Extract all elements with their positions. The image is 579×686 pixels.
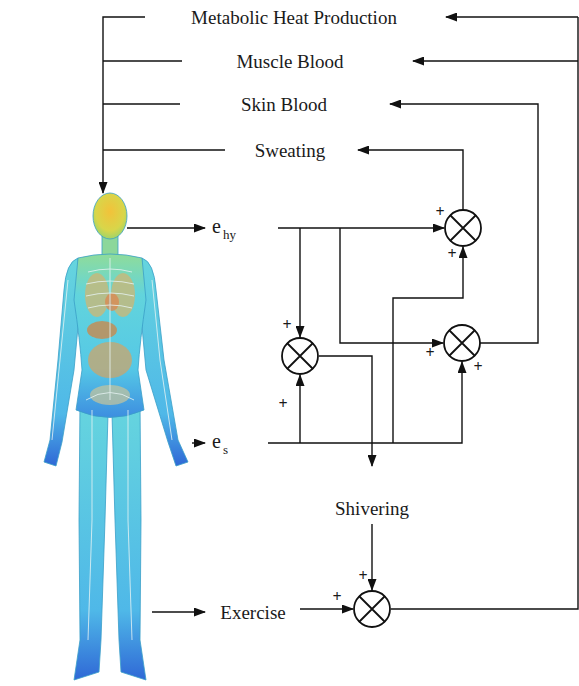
summing-junction [444, 325, 480, 361]
error-signal: e [212, 216, 221, 236]
input-label: Shivering [335, 499, 409, 518]
input-label: Exercise [220, 603, 285, 622]
summing-junction [354, 591, 390, 627]
human-body-illustration [44, 193, 188, 680]
output-label: Sweating [255, 141, 326, 160]
summing-junction [445, 210, 481, 246]
sign-mark: + [435, 204, 444, 220]
skeleton [52, 258, 172, 640]
subscript: hy [223, 228, 236, 241]
signal-wires [103, 17, 578, 612]
sign-mark: + [332, 589, 341, 605]
subscript: s [223, 443, 228, 456]
sign-mark: + [425, 345, 434, 361]
error-signal: e [212, 431, 221, 451]
output-label: Metabolic Heat Production [191, 8, 397, 27]
sign-mark: + [447, 246, 456, 262]
sign-mark: + [473, 359, 482, 375]
summing-junction [282, 338, 318, 374]
output-label: Skin Blood [241, 95, 327, 114]
sign-mark: + [282, 317, 291, 333]
sign-mark: + [358, 568, 367, 584]
output-label: Muscle Blood [236, 52, 343, 71]
sign-mark: + [278, 396, 287, 412]
